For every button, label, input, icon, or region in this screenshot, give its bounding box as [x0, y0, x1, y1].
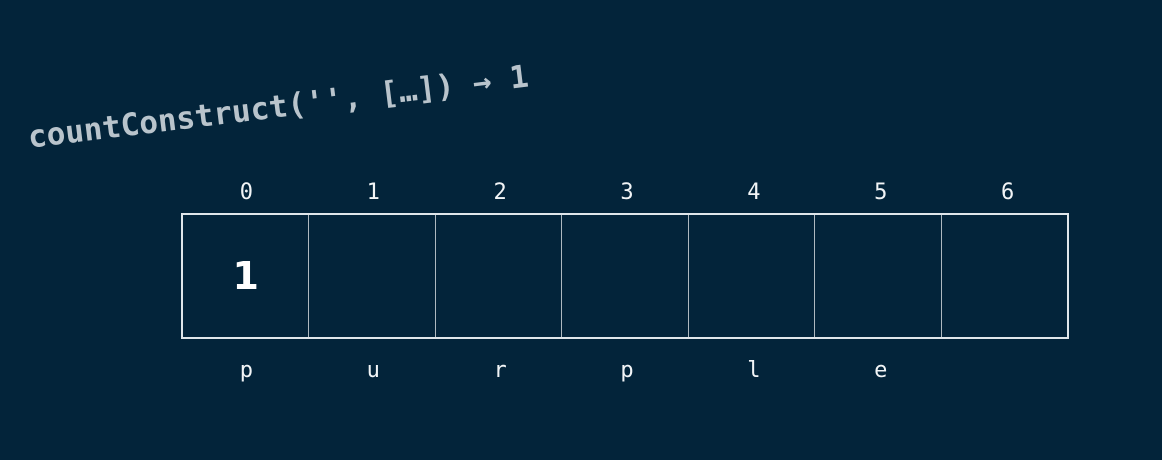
index-label: 5: [874, 180, 888, 205]
letter-row: p u r p l e: [183, 358, 1071, 388]
letter-label: r: [493, 358, 507, 383]
letter-label: [944, 358, 1071, 388]
function-call-annotation: countConstruct('', […]) → 1: [26, 58, 531, 156]
letter-label: l: [747, 358, 761, 383]
table-cell: [815, 215, 942, 337]
table-cell: [436, 215, 563, 337]
index-label: 6: [1000, 180, 1015, 205]
letter-label: p: [239, 358, 254, 383]
index-label: 0: [239, 180, 254, 205]
index-label: 2: [493, 180, 507, 205]
letter-label: u: [366, 358, 380, 383]
letter-label: p: [620, 358, 634, 383]
index-row: 0 1 2 3 4 5 6: [183, 180, 1071, 210]
index-label: 4: [747, 180, 761, 205]
table-cell: [309, 215, 436, 337]
table-cell: [942, 215, 1067, 337]
letter-label: e: [874, 358, 888, 383]
index-label: 3: [620, 180, 634, 205]
dp-table: 1: [181, 213, 1069, 339]
table-cell: 1: [183, 215, 310, 337]
index-label: 1: [366, 180, 380, 205]
table-cell: [562, 215, 689, 337]
table-cell: [689, 215, 816, 337]
